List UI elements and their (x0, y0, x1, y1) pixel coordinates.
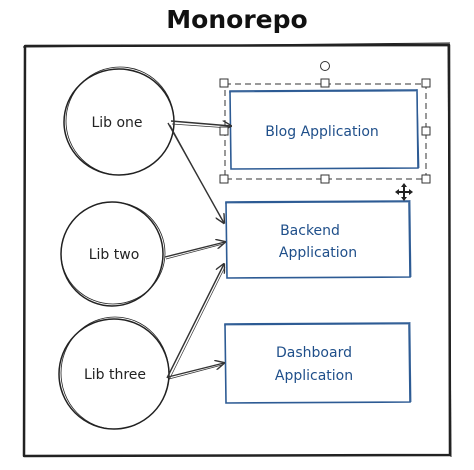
resize-handle-middle-left[interactable] (219, 126, 229, 136)
app-node-label: Blog Application (265, 124, 379, 140)
lib-node-label: Lib one (91, 115, 142, 131)
app-node-label: Application (279, 245, 357, 261)
app-node-backend[interactable]: Backend Application (224, 199, 412, 279)
edge-lib-two-to-backend[interactable] (164, 242, 225, 260)
resize-handle-top-left[interactable] (219, 78, 229, 88)
monorepo-frame[interactable] (22, 42, 452, 458)
app-node-label: Dashboard (276, 345, 352, 361)
resize-handle-top-middle[interactable] (320, 78, 330, 88)
app-node-blog[interactable]: Blog Application (228, 88, 420, 170)
edge-lib-three-to-dashboard[interactable] (167, 363, 224, 380)
resize-handle-bottom-right[interactable] (421, 174, 431, 184)
resize-handle-middle-right[interactable] (421, 126, 431, 136)
selection-handles[interactable] (219, 61, 431, 184)
edge-lib-three-to-backend[interactable] (166, 264, 226, 381)
resize-handle-bottom-middle[interactable] (320, 174, 330, 184)
lib-node-three[interactable]: Lib three (58, 316, 170, 430)
lib-node-label: Lib three (84, 367, 146, 383)
app-node-label: Application (275, 368, 353, 384)
app-node-dashboard[interactable]: Dashboard Application (223, 321, 412, 404)
lib-node-one[interactable]: Lib one (63, 66, 175, 176)
resize-handle-top-right[interactable] (421, 78, 431, 88)
app-node-label: Backend (280, 223, 340, 239)
lib-node-label: Lib two (89, 247, 140, 263)
move-cursor-icon (395, 183, 413, 201)
resize-handle-bottom-left[interactable] (219, 174, 229, 184)
rotate-handle[interactable] (320, 61, 330, 71)
lib-node-two[interactable]: Lib two (60, 201, 166, 307)
edge-lib-one-to-backend[interactable] (167, 122, 224, 223)
diagram-title: Monorepo (166, 5, 307, 34)
